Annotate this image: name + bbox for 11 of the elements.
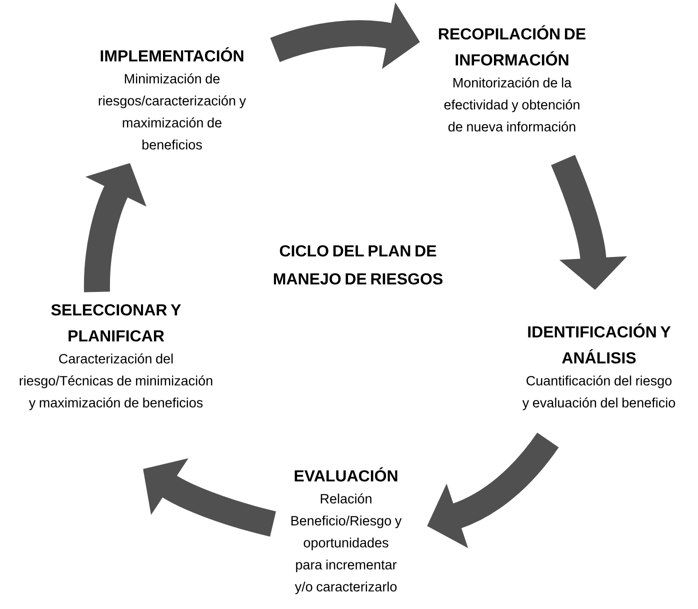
step-heading: RECOPILACIÓN DE INFORMACIÓN	[438, 25, 586, 66]
step-heading: EVALUACIÓN	[294, 467, 398, 482]
step-heading: SELECCIONAR Y PLANIFICAR	[51, 304, 181, 342]
step-heading: IDENTIFICACIÓN Y ANÁLISIS	[528, 323, 671, 364]
step-description: Caracterización del riesgo/Técnicas de minimización y maximización de beneficios	[20, 353, 212, 410]
step-description: Minimización de riesgos/caracterización y maximización de beneficios	[98, 73, 246, 150]
step-description: Relación Beneficio/Riesgo y oportunidades para incrementar y/o caracterizarlo	[291, 493, 402, 594]
step-description: Cuantificación del riesgo y evaluación del beneficio	[522, 375, 676, 410]
step-description: Monitorización de la efectividad y obtención de nueva información	[444, 77, 580, 132]
diagram-title: CICLO DEL PLAN DE MANEJO DE RIESGOS	[274, 245, 442, 285]
step-heading: IMPLEMENTACIÓN	[100, 47, 244, 62]
